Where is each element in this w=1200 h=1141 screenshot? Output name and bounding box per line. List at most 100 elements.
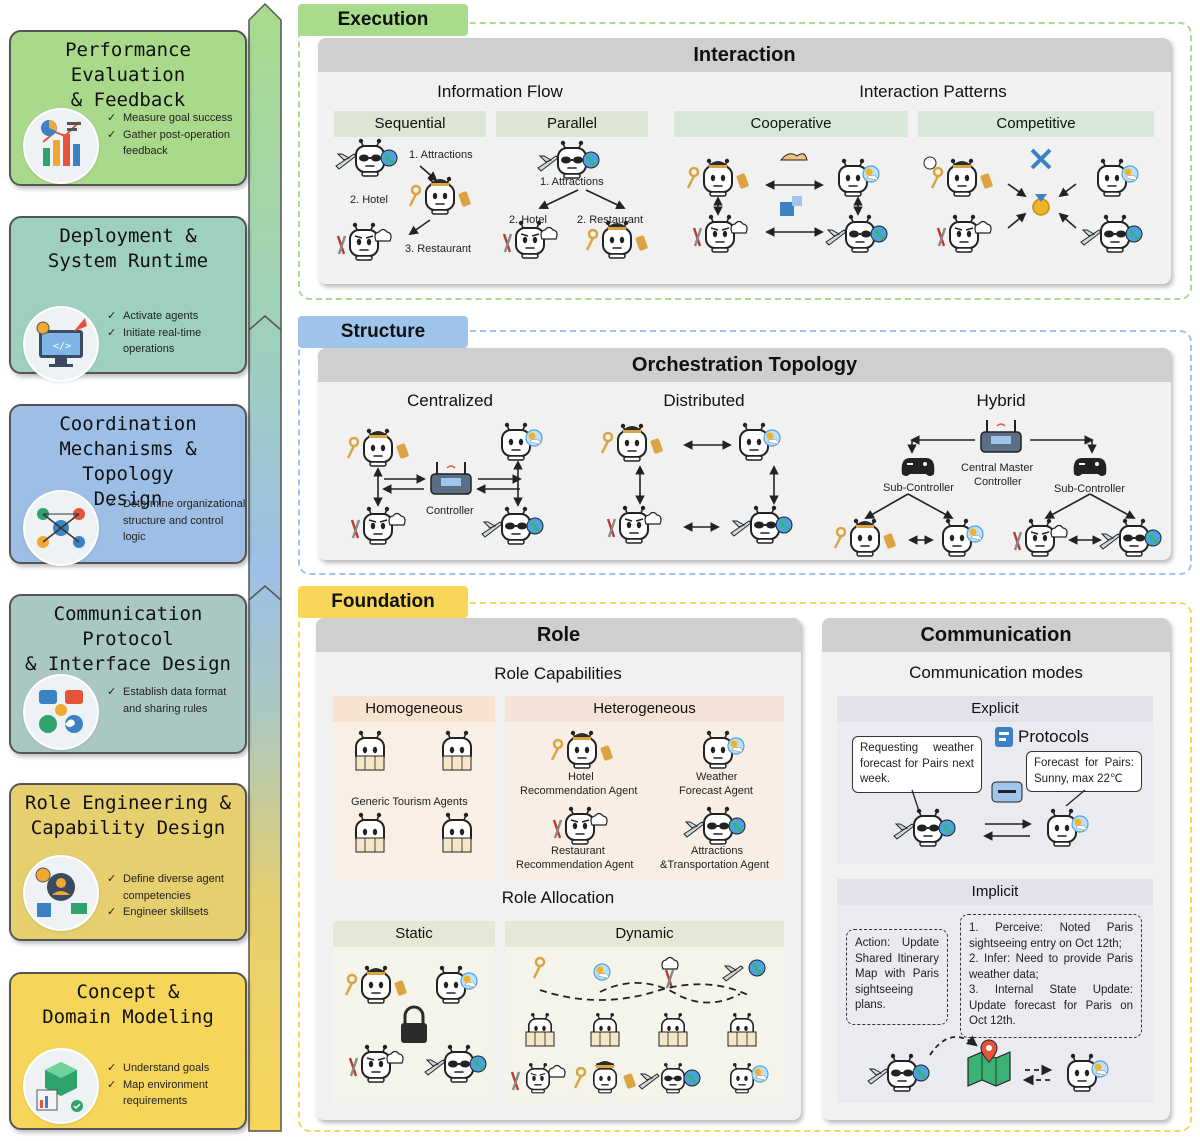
stage-bullet: Engineer skillsets	[107, 904, 247, 921]
communication-modes-label: Communication modes	[909, 663, 1083, 682]
cube-flowchart-icon	[25, 1050, 97, 1122]
weather-agent-line2: Forecast Agent	[679, 785, 753, 797]
stage-title-line: Domain Modeling	[42, 1006, 214, 1028]
role-title: Role	[316, 618, 801, 652]
role-capabilities-label: Role Capabilities	[494, 664, 622, 683]
stage-title-line: & Feedback	[70, 89, 186, 111]
stage-bullets: Understand goalsMap environment requirem…	[107, 1060, 247, 1110]
implicit-steps-box: 1. Perceive: Noted Paris sightseeing ent…	[960, 914, 1142, 1038]
role-allocation-label: Role Allocation	[501, 888, 615, 907]
seq-step-attractions: 1. Attractions	[409, 149, 473, 161]
sequential-header: Sequential	[334, 111, 486, 137]
stage-title: Concept & Domain Modeling	[11, 980, 245, 1030]
stage-card-4: Communication Protocol & Interface Design…	[9, 594, 247, 754]
stage-title-line: Performance Evaluation	[65, 39, 191, 86]
restaurant-agent-line1: Restaurant	[551, 845, 605, 857]
master-controller-line1: Central Master	[961, 462, 1034, 474]
analytics-chart-icon	[25, 110, 97, 182]
rocket-monitor-icon: </>	[25, 308, 97, 380]
information-flow-label: Information Flow	[437, 82, 563, 101]
stage-title-line: Role Engineering &	[25, 792, 231, 814]
attractions-agent-line1: Attractions	[691, 845, 743, 857]
foundation-frame	[298, 602, 1192, 1132]
interaction-patterns-label: Interaction Patterns	[859, 82, 1007, 101]
user-gear-icon	[25, 857, 97, 929]
stage-title-line: Concept &	[76, 981, 180, 1003]
stage-title-line: Capability Design	[30, 817, 226, 839]
sub-controller-left-label: Sub-Controller	[883, 482, 954, 494]
explicit-header: Explicit	[837, 696, 1153, 722]
communication-title: Communication	[822, 618, 1170, 652]
implicit-step-3: 3. Internal State Update: Update forecas…	[969, 984, 1133, 1027]
stage-card-6: Concept & Domain ModelingUnderstand goals…	[9, 972, 247, 1130]
static-area	[333, 947, 495, 1103]
stage-title: Performance Evaluation & Feedback	[11, 38, 245, 113]
weather-agent-line1: Weather	[696, 771, 738, 783]
generic-agents-label: Generic Tourism Agents	[351, 796, 468, 808]
stage-bullet: Initiate real-time operations	[107, 325, 247, 358]
protocols-label: Protocols	[1018, 727, 1089, 746]
restaurant-agent-line2: Recommendation Agent	[516, 859, 634, 871]
competitive-header: Competitive	[918, 111, 1154, 137]
stage-bullets: Measure goal successGather post-operatio…	[107, 110, 247, 160]
response-bubble: Forecast for Pairs: Sunny, max 22℃	[1026, 751, 1142, 792]
hotel-agent-line2: Recommendation Agent	[520, 785, 638, 797]
stage-bullet: Establish data format and sharing rules	[107, 684, 247, 717]
stage-title-line: & Interface Design	[25, 653, 231, 675]
heterogeneous-header: Heterogeneous	[505, 696, 784, 722]
stage-bullets: Establish data format and sharing rules	[107, 684, 247, 717]
stage-bullets: Activate agentsInitiate real-time operat…	[107, 308, 247, 358]
par-step-restaurant: 2. Restaurant	[577, 214, 644, 226]
dynamic-area	[505, 947, 784, 1103]
svg-text:</>: </>	[53, 341, 71, 352]
execution-tag: Execution	[298, 4, 468, 36]
stage-bullet: Define diverse agent competencies	[107, 871, 247, 904]
stage-card-2: Deployment & System Runtime </> Activate ag…	[9, 216, 247, 380]
structure-frame	[298, 330, 1192, 575]
interaction-panel: Interaction	[318, 38, 1171, 284]
centralized-label: Centralized	[407, 391, 493, 410]
stage-bullets: Determine organizational structure and c…	[107, 496, 247, 546]
hybrid-label: Hybrid	[976, 391, 1026, 410]
stage-title: Communication Protocol & Interface Design	[11, 602, 245, 677]
interaction-title: Interaction	[318, 38, 1171, 72]
master-controller-line2: Controller	[974, 476, 1022, 488]
seq-step-restaurant: 3. Restaurant	[405, 243, 472, 255]
dynamic-header: Dynamic	[505, 921, 784, 947]
stage-bullet: Gather post-operation feedback	[107, 127, 247, 160]
par-step-hotel: 2. Hotel	[509, 214, 547, 226]
stage-title-line: Communication Protocol	[53, 603, 203, 650]
stage-bullet: Activate agents	[107, 308, 247, 325]
implicit-header: Implicit	[837, 879, 1153, 905]
stage-title-line: Mechanisms & Topology	[59, 438, 197, 485]
communication-channels-icon	[25, 676, 97, 748]
implicit-step-2: 2. Infer: Need to provide Paris weather …	[969, 953, 1133, 981]
homogeneous-header: Homogeneous	[333, 696, 495, 722]
cooperative-header: Cooperative	[674, 111, 908, 137]
request-bubble: Requesting weather forecast for Pairs ne…	[852, 736, 982, 793]
hotel-agent-line1: Hotel	[568, 771, 594, 783]
sub-controller-right-label: Sub-Controller	[1054, 483, 1125, 495]
orchestration-title: Orchestration Topology	[318, 348, 1171, 382]
stage-bullet: Map environment requirements	[107, 1077, 247, 1110]
stage-title: Deployment & System Runtime	[11, 224, 245, 274]
static-header: Static	[333, 921, 495, 947]
network-people-icon	[25, 492, 97, 564]
stage-bullet: Determine organizational structure and c…	[107, 496, 247, 546]
stage-bullet: Understand goals	[107, 1060, 247, 1077]
stage-title: Role Engineering & Capability Design	[11, 791, 245, 841]
stage-title-line: System Runtime	[47, 250, 209, 272]
orchestration-panel: Orchestration Topology	[318, 348, 1171, 560]
stage-card-5: Role Engineering & Capability DesignDefin…	[9, 783, 247, 941]
implicit-step-1: 1. Perceive: Noted Paris sightseeing ent…	[969, 922, 1133, 950]
stage-card-1: Performance Evaluation & FeedbackMeasure …	[9, 30, 247, 186]
implicit-action-box: Action: Update Shared Itinerary Map with…	[846, 929, 948, 1025]
stage-bullet: Measure goal success	[107, 110, 247, 127]
stage-title-line: Deployment &	[59, 225, 197, 247]
structure-tag: Structure	[298, 316, 468, 348]
attractions-agent-line2: &Transportation Agent	[660, 859, 770, 871]
controller-label: Controller	[426, 505, 474, 517]
execution-frame	[298, 22, 1192, 300]
parallel-header: Parallel	[496, 111, 648, 137]
